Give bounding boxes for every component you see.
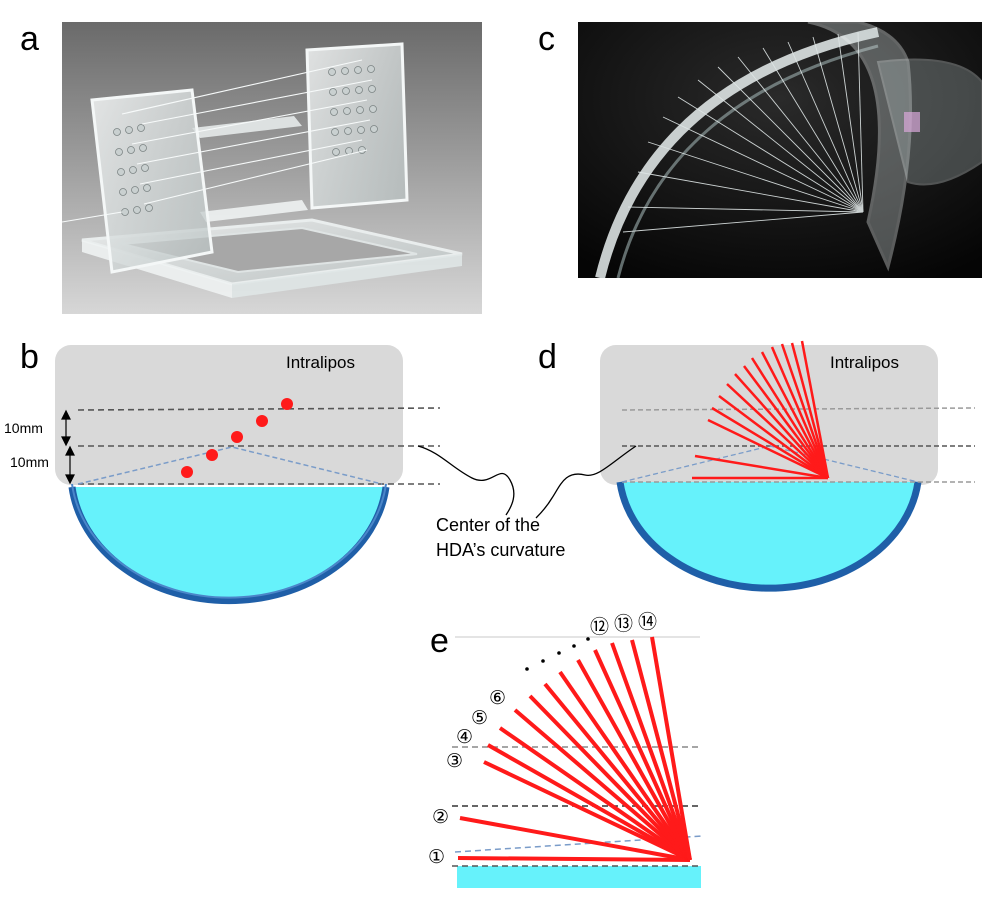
fiber-line [558,670,692,862]
intralipos-label-d: Intralipos [830,353,899,372]
leader-line-left [417,445,515,516]
hda-arc-b [68,486,390,605]
fiber-line [593,649,692,861]
dimension-label-lower: 10mm [10,454,49,470]
panel-letter-b: b [20,338,39,376]
fiber-number-1: ① [428,847,445,868]
water-fill-d [620,482,918,589]
panel-e-schematic: ① ② ③ ④ ⑤ ⑥ ⑫ ⑬ ⑭ [428,611,703,888]
fiber-line [707,418,829,480]
fiber-number-5: ⑤ [471,708,488,729]
panel-b-schematic: 10mm 10mm Intralipos [4,345,441,605]
fiber-line [513,708,692,862]
fiber-line [650,636,692,861]
fiber-line [770,346,830,479]
fiber-line [711,406,829,480]
dimension-label-upper: 10mm [4,420,43,436]
fiber-line [576,659,692,861]
fiber-line [483,760,691,862]
fiber-tip-dot [281,398,293,410]
fiber-number-12: ⑫ [590,616,609,638]
fiber-line [726,383,829,479]
hda-arc-d [616,481,922,592]
fiber-tip-dot [231,431,243,443]
fiber-tip-dot [206,449,218,461]
fiber-line [457,856,691,862]
leader-line-right [535,445,637,519]
intralipos-block-b [55,345,403,485]
fiber-line [718,395,829,479]
dimension-arrows [61,409,75,485]
fiber-number-3: ③ [446,751,463,772]
fiber-line [543,682,692,862]
fiber-number-2: ② [432,807,449,828]
fiber-line [498,726,692,862]
fiber-line [734,373,829,479]
fiber-tip-dot [256,415,268,427]
center-annotation: Center of the HDA’s curvature [417,445,637,560]
intralipos-label-b: Intralipos [286,353,355,372]
fiber-line [630,639,692,861]
panel-letter-c: c [538,20,555,58]
fiber-number-4: ④ [456,727,473,748]
fiber-line [790,342,830,479]
panel-letter-d: d [538,338,557,376]
fiber-line [750,357,830,479]
fiber-line [610,642,692,861]
water-fill-b [72,487,386,601]
fiber-line [760,351,830,479]
fiber-line [459,816,691,862]
fiber-line [694,454,829,480]
fiber-number-14: ⑭ [638,611,657,633]
fiber-number-13: ⑬ [614,613,633,635]
water-strip-e [457,866,701,888]
panel-letter-e: e [430,622,449,660]
fiber-tip-dot [181,466,193,478]
dashed-curvature-e [454,835,703,853]
ellipsis-dots [525,637,590,671]
dashed-line-upper-b [77,407,441,411]
fiber-line [780,343,830,479]
fiber-fan-d [692,340,830,480]
panel-letter-a: a [20,20,39,58]
photo-fiber-frame [62,22,482,314]
dashed-curvature-d [621,445,919,483]
fiber-fan-e [457,636,692,862]
photo-hda-fibers [578,22,982,278]
intralipos-block-d [600,345,938,485]
fiber-line [800,340,830,479]
center-label-line1: Center of the [436,515,540,535]
center-label-line2: HDA’s curvature [436,540,565,560]
fiber-line [487,743,691,862]
fiber-line [743,365,829,479]
dashed-curvature-b [77,446,383,485]
fiber-line [528,694,692,862]
panel-d-schematic: Intralipos [600,340,976,592]
fiber-number-6: ⑥ [489,688,506,709]
